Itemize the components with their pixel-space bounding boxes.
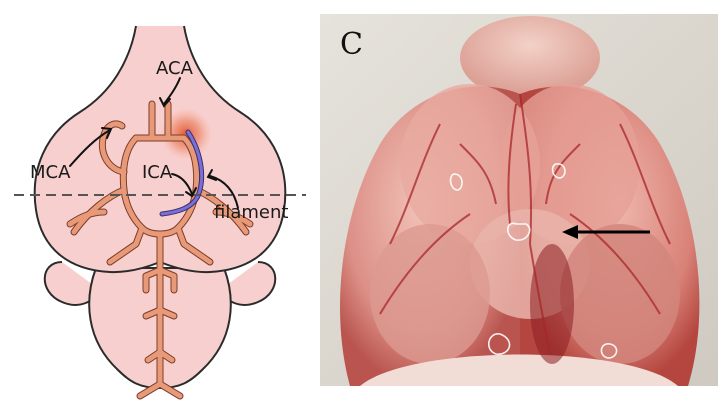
brain-photo-panel: C bbox=[320, 14, 718, 386]
pointer-arrow bbox=[562, 225, 650, 239]
occlusion-glow bbox=[160, 108, 212, 160]
panel-letter: C bbox=[340, 27, 363, 62]
label-arrows bbox=[69, 77, 239, 209]
label-ica: ICA bbox=[142, 162, 173, 183]
vessel-tree bbox=[66, 100, 254, 400]
surface-vessels bbox=[379, 93, 671, 355]
brain-schematic: ACA MCA ICA filament bbox=[14, 25, 306, 400]
label-mca: MCA bbox=[30, 162, 71, 183]
highlights bbox=[449, 163, 618, 359]
label-aca: ACA bbox=[156, 58, 194, 79]
label-filament: filament bbox=[214, 202, 288, 223]
